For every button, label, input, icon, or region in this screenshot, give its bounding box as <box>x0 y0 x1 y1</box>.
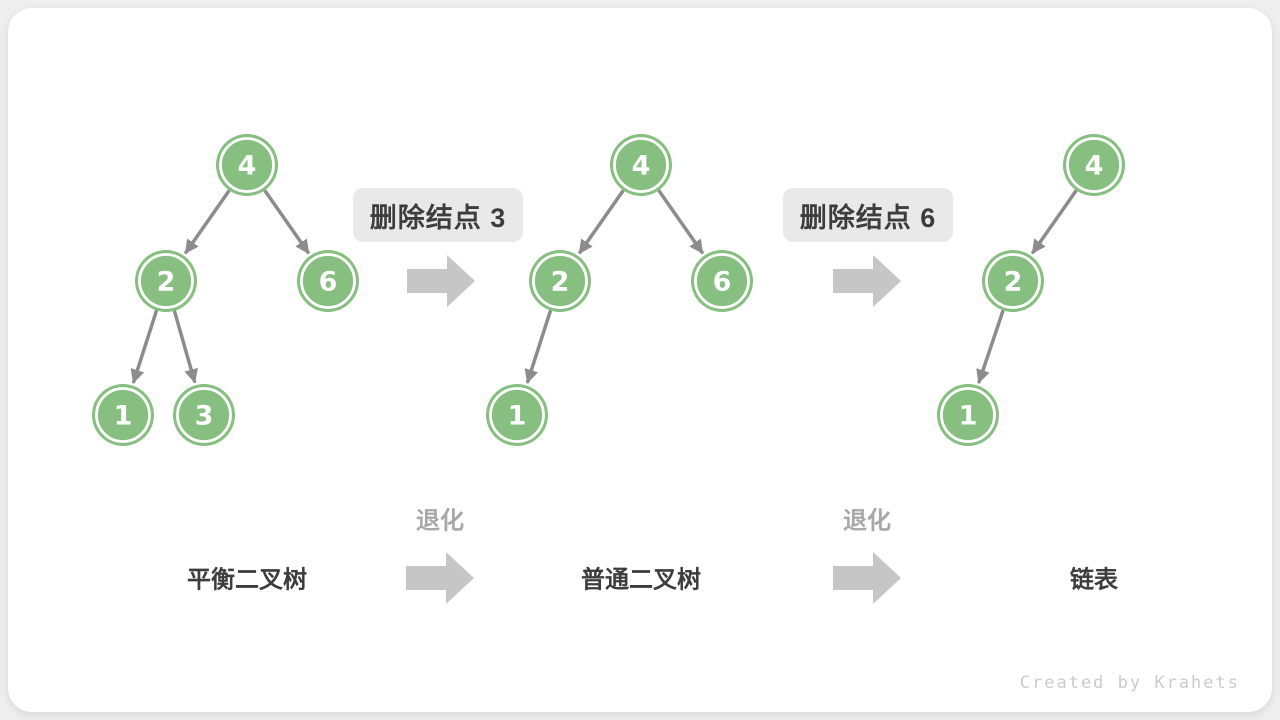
node-inner-ring <box>138 253 194 309</box>
tree-node: 4 <box>1063 134 1125 196</box>
node-inner-ring <box>940 387 996 443</box>
tree-node: 4 <box>610 134 672 196</box>
node-inner-ring <box>176 387 232 443</box>
tree-node: 1 <box>92 384 154 446</box>
tree-node: 6 <box>297 250 359 312</box>
tree-edge <box>172 310 198 384</box>
node-value: 3 <box>195 401 214 432</box>
node-value: 1 <box>508 401 527 432</box>
block-arrow-right-icon <box>406 552 474 604</box>
tree-node: 2 <box>982 250 1044 312</box>
node-circle <box>982 250 1044 312</box>
canvas-card <box>8 8 1272 712</box>
node-value: 6 <box>319 267 338 298</box>
tree-node: 2 <box>529 250 591 312</box>
tree-edge <box>1031 189 1078 255</box>
node-circle <box>486 384 548 446</box>
tree-node: 4 <box>216 134 278 196</box>
node-inner-ring <box>985 253 1041 309</box>
node-inner-ring <box>613 137 669 193</box>
node-circle <box>92 384 154 446</box>
node-value: 1 <box>959 401 978 432</box>
node-inner-ring <box>694 253 750 309</box>
node-circle <box>610 134 672 196</box>
node-circle <box>216 134 278 196</box>
tree-edge <box>578 189 625 255</box>
node-inner-ring <box>300 253 356 309</box>
tree-edge <box>976 309 1005 384</box>
tree-edge <box>263 189 310 255</box>
tree-node: 1 <box>486 384 548 446</box>
tree-edge <box>184 189 231 255</box>
node-circle <box>529 250 591 312</box>
block-arrow-right-icon <box>833 255 901 307</box>
node-inner-ring <box>489 387 545 443</box>
node-value: 1 <box>114 401 133 432</box>
tree-balanced-binary-tree: 4 2 6 1 3 <box>92 134 359 446</box>
node-inner-ring <box>219 137 275 193</box>
node-value: 4 <box>632 151 651 182</box>
node-value: 4 <box>1085 151 1104 182</box>
tree-linked-list: 4 2 1 <box>937 134 1125 446</box>
tree-node: 6 <box>691 250 753 312</box>
node-circle <box>173 384 235 446</box>
node-inner-ring <box>1066 137 1122 193</box>
node-inner-ring <box>95 387 151 443</box>
node-value: 4 <box>238 151 257 182</box>
tree-edge <box>130 309 158 384</box>
block-arrow-right-icon <box>833 552 901 604</box>
node-circle <box>937 384 999 446</box>
node-circle <box>691 250 753 312</box>
tree-node: 2 <box>135 250 197 312</box>
tree-node: 1 <box>937 384 999 446</box>
tree-edge <box>524 309 552 384</box>
node-circle <box>135 250 197 312</box>
tree-edge <box>657 189 704 255</box>
node-inner-ring <box>532 253 588 309</box>
tree-ordinary-binary-tree: 4 2 6 1 <box>486 134 753 446</box>
node-circle <box>297 250 359 312</box>
node-circle <box>1063 134 1125 196</box>
tree-node: 3 <box>173 384 235 446</box>
node-value: 2 <box>551 267 570 298</box>
node-value: 2 <box>1004 267 1023 298</box>
node-value: 6 <box>713 267 732 298</box>
block-arrow-right-icon <box>407 255 475 307</box>
node-value: 2 <box>157 267 176 298</box>
